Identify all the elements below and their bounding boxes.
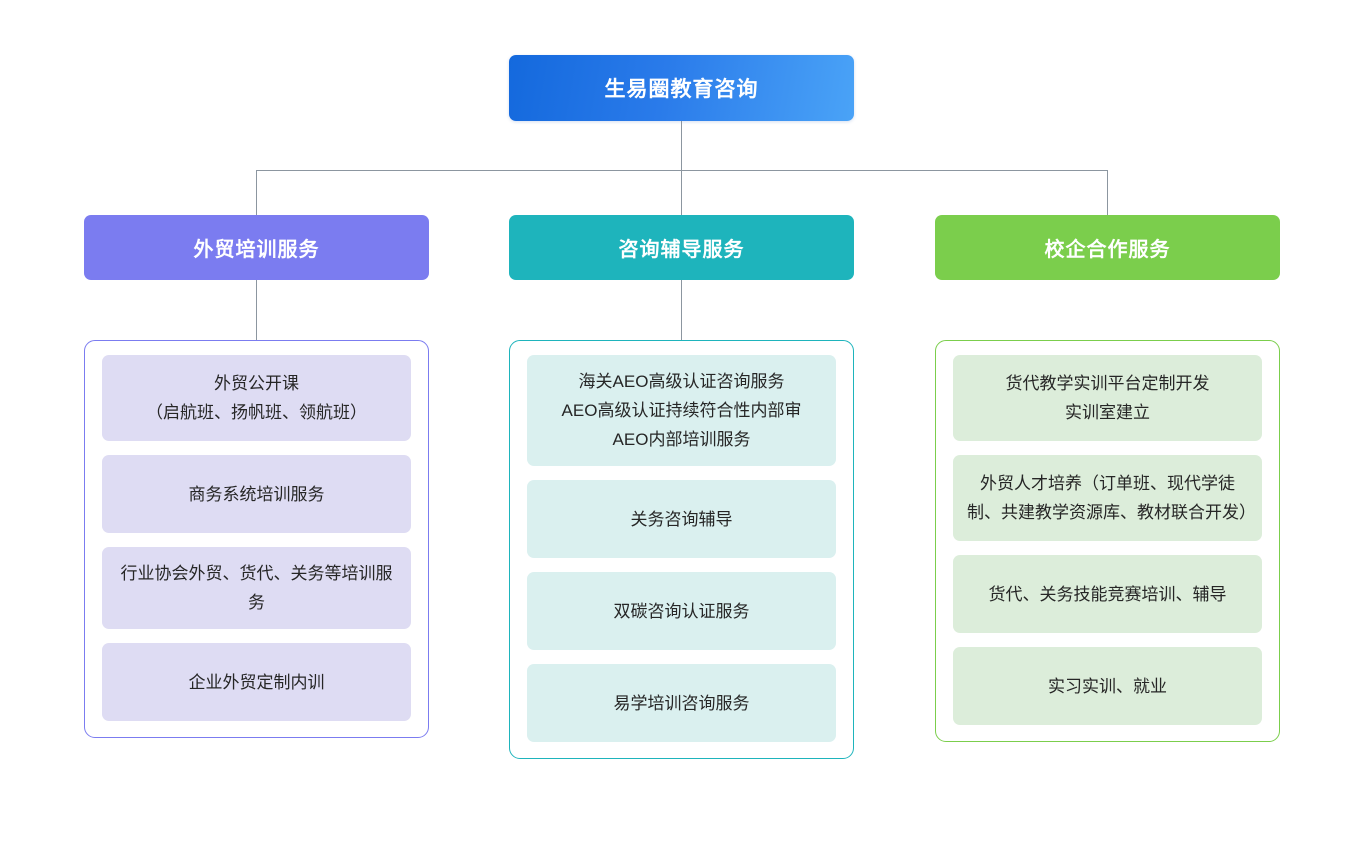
root-node-生易圈教育咨询[interactable]: 生易圈教育咨询 [509, 55, 854, 121]
connector-header-to-body-2 [681, 280, 682, 340]
column-header-3[interactable]: 校企合作服务 [935, 215, 1280, 280]
column-header-1-label: 外贸培训服务 [193, 239, 320, 261]
column-header-3-label: 校企合作服务 [1044, 239, 1171, 261]
column-body-3: 货代教学实训平台定制开发 实训室建立 外贸人才培养（订单班、现代学徒制、共建教学… [935, 340, 1280, 742]
column-咨询辅导服务: 咨询辅导服务 海关AEO高级认证咨询服务 AEO高级认证持续符合性内部审 AEO… [509, 215, 854, 759]
column-header-2-label: 咨询辅导服务 [618, 239, 745, 261]
column-外贸培训服务: 外贸培训服务 外贸公开课 （启航班、扬帆班、领航班） 商务系统培训服务 行业协会… [84, 215, 429, 738]
leaf-item[interactable]: 企业外贸定制内训 [102, 643, 411, 721]
column-header-2[interactable]: 咨询辅导服务 [509, 215, 854, 280]
connector-bus-to-column-3 [1107, 170, 1108, 215]
connector-header-to-body-1 [256, 280, 257, 340]
column-body-1: 外贸公开课 （启航班、扬帆班、领航班） 商务系统培训服务 行业协会外贸、货代、关… [84, 340, 429, 738]
leaf-item[interactable]: 关务咨询辅导 [527, 480, 836, 558]
leaf-item[interactable]: 双碳咨询认证服务 [527, 572, 836, 650]
leaf-item[interactable]: 外贸人才培养（订单班、现代学徒制、共建教学资源库、教材联合开发） [953, 455, 1262, 541]
leaf-item[interactable]: 易学培训咨询服务 [527, 664, 836, 742]
connector-bus-to-column-2 [681, 170, 682, 215]
connector-root-stem [681, 121, 682, 170]
leaf-item[interactable]: 货代、关务技能竞赛培训、辅导 [953, 555, 1262, 633]
leaf-item[interactable]: 外贸公开课 （启航班、扬帆班、领航班） [102, 355, 411, 441]
root-node-label: 生易圈教育咨询 [604, 78, 759, 101]
leaf-item[interactable]: 实习实训、就业 [953, 647, 1262, 725]
leaf-item[interactable]: 货代教学实训平台定制开发 实训室建立 [953, 355, 1262, 441]
column-校企合作服务: 校企合作服务 货代教学实训平台定制开发 实训室建立 外贸人才培养（订单班、现代学… [935, 215, 1280, 742]
column-header-1[interactable]: 外贸培训服务 [84, 215, 429, 280]
leaf-item[interactable]: 商务系统培训服务 [102, 455, 411, 533]
leaf-item[interactable]: 海关AEO高级认证咨询服务 AEO高级认证持续符合性内部审 AEO内部培训服务 [527, 355, 836, 466]
column-body-2: 海关AEO高级认证咨询服务 AEO高级认证持续符合性内部审 AEO内部培训服务 … [509, 340, 854, 759]
connector-bus-to-column-1 [256, 170, 257, 215]
leaf-item[interactable]: 行业协会外贸、货代、关务等培训服务 [102, 547, 411, 629]
